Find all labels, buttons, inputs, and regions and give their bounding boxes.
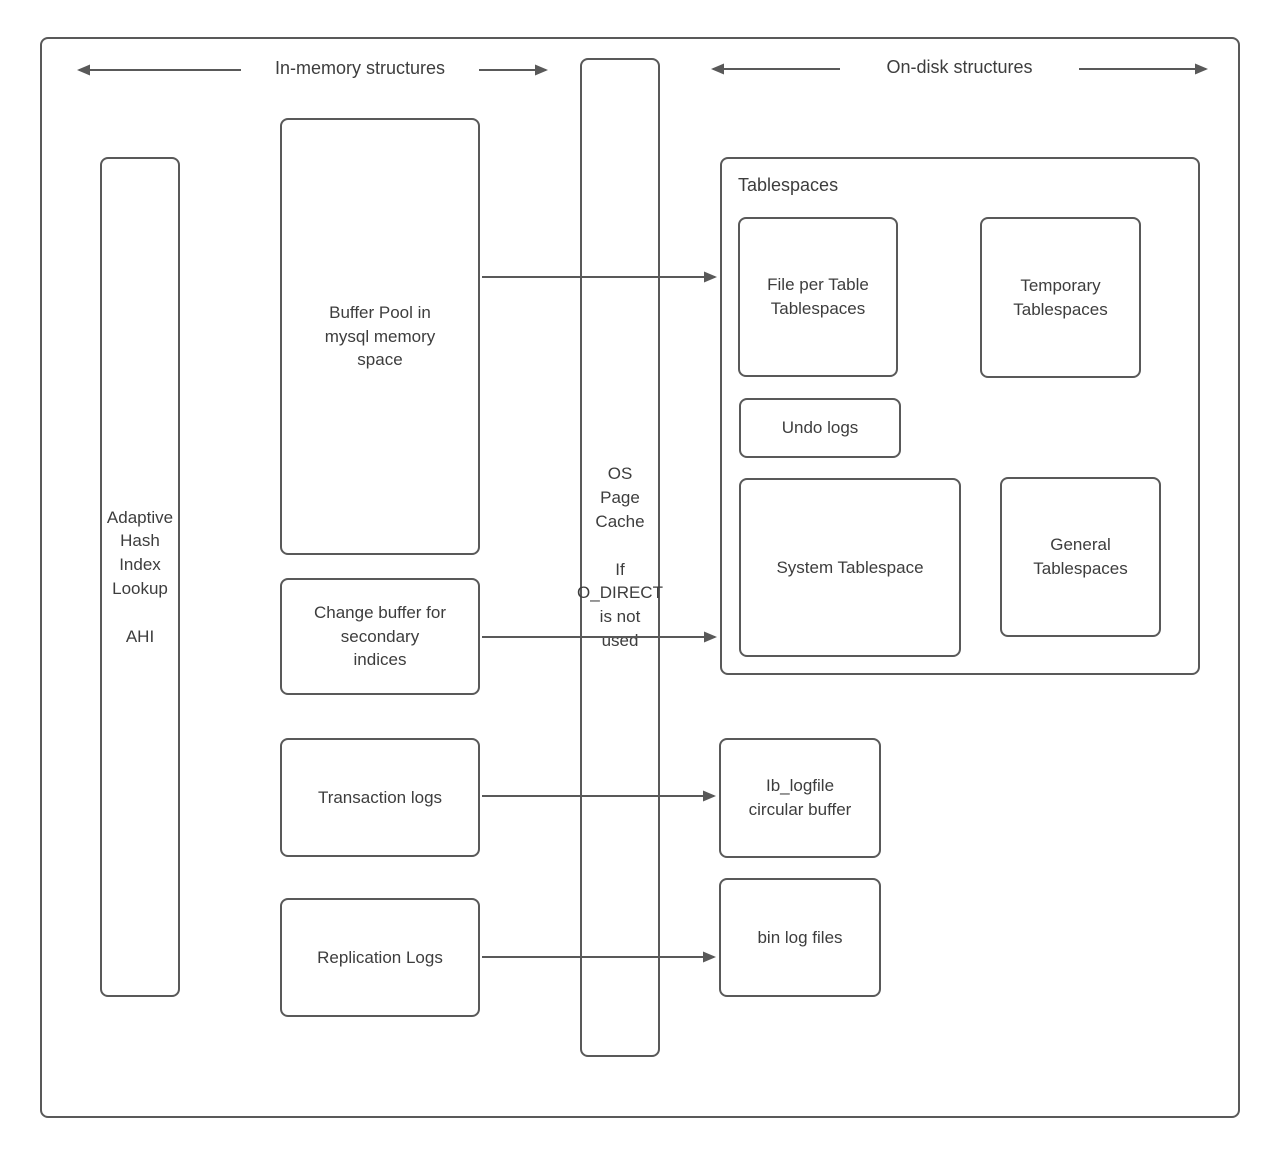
tablespaces-container bbox=[720, 157, 1200, 675]
bin-log-files-label: bin log files bbox=[757, 927, 843, 947]
on-disk-structures-header: On-disk structures bbox=[886, 57, 1033, 77]
replication-logs-node: Replication Logs bbox=[280, 898, 480, 1017]
tablespaces-title: Tablespaces bbox=[738, 175, 839, 195]
transaction-logs-label: Transaction logs bbox=[317, 787, 443, 807]
adaptive-hash-index-node: Adaptive Hash Index Lookup AHI bbox=[100, 157, 180, 997]
temporary-tablespaces-node: Temporary Tablespaces bbox=[980, 217, 1141, 378]
temporary-tablespaces-label: Temporary Tablespaces bbox=[1013, 275, 1108, 319]
bin-log-files-node: bin log files bbox=[719, 878, 881, 997]
os-page-cache-label: OS Page Cache If O_DIRECT is not used bbox=[577, 464, 663, 650]
file-per-table-tablespaces-node: File per Table Tablespaces bbox=[738, 217, 898, 377]
transaction-logs-node: Transaction logs bbox=[280, 738, 480, 857]
in-memory-structures-header: In-memory structures bbox=[274, 58, 446, 78]
file-per-table-tablespaces-label: File per Table Tablespaces bbox=[767, 275, 869, 318]
ib-logfile-label: Ib_logfile circular buffer bbox=[748, 776, 852, 819]
general-tablespaces-node: General Tablespaces bbox=[1000, 477, 1161, 637]
change-buffer-node: Change buffer for secondary indices bbox=[280, 578, 480, 695]
replication-logs-label: Replication Logs bbox=[317, 947, 443, 967]
undo-logs-node: Undo logs bbox=[739, 398, 901, 458]
os-page-cache-node: OS Page Cache If O_DIRECT is not used bbox=[577, 58, 663, 1057]
change-buffer-label: Change buffer for secondary indices bbox=[314, 602, 446, 670]
ib-logfile-node: Ib_logfile circular buffer bbox=[719, 738, 881, 858]
adaptive-hash-index-label: Adaptive Hash Index Lookup AHI bbox=[106, 507, 174, 646]
general-tablespaces-label: General Tablespaces bbox=[1033, 535, 1128, 578]
system-tablespace-label: System Tablespace bbox=[776, 557, 924, 577]
buffer-pool-node: Buffer Pool in mysql memory space bbox=[280, 118, 480, 555]
undo-logs-label: Undo logs bbox=[781, 418, 859, 438]
outer-frame bbox=[40, 37, 1240, 1118]
buffer-pool-label: Buffer Pool in mysql memory space bbox=[324, 302, 436, 370]
system-tablespace-node: System Tablespace bbox=[739, 478, 961, 657]
